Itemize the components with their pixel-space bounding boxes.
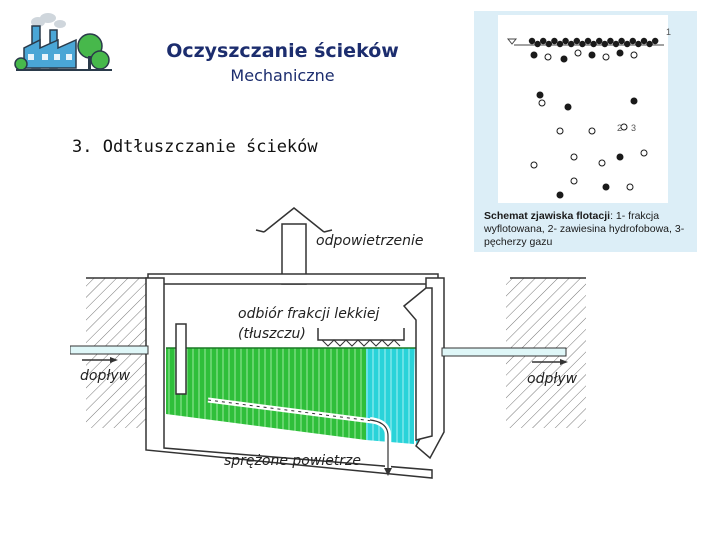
gas-bubble — [626, 183, 634, 191]
gas-bubble — [598, 159, 606, 167]
floated-fraction-particle — [579, 40, 586, 48]
gas-bubble — [530, 161, 538, 169]
floated-fraction-particle — [652, 37, 659, 45]
factory-icon — [14, 13, 112, 71]
floated-fraction-particle — [618, 37, 625, 45]
hydrophobic-particle — [530, 51, 538, 59]
floated-fraction-particle — [540, 37, 547, 45]
compressed-air-label: sprężone powietrze — [224, 453, 362, 469]
outflow-label: odpływ — [527, 371, 578, 387]
floated-fraction-particle — [528, 37, 536, 45]
light-fraction-label: odbiór frakcji lekkiej — [238, 306, 380, 322]
floated-fraction-particle — [646, 40, 653, 48]
gas-bubble — [588, 127, 596, 135]
floated-fraction-particle — [590, 40, 597, 48]
hydrophobic-particle — [602, 183, 610, 191]
grease-label: (tłuszczu) — [238, 326, 306, 342]
page-title: Oczyszczanie ścieków — [166, 40, 399, 62]
gas-bubble — [630, 51, 638, 59]
floated-fraction-particle — [640, 37, 648, 45]
floated-fraction-particle — [635, 40, 642, 48]
floated-fraction-particle — [534, 40, 541, 48]
floated-fraction-particle — [573, 37, 580, 45]
marker-2: 2 — [617, 123, 622, 133]
hydrophobic-particle — [556, 191, 564, 199]
floated-fraction-particle — [612, 40, 620, 48]
gas-bubble — [620, 123, 628, 131]
floated-fraction-particle — [607, 37, 614, 45]
gas-bubble — [544, 53, 552, 61]
caption-text: : 1- frakcja wyflotowana, 2- zawiesina h… — [484, 210, 685, 248]
gas-bubble — [570, 153, 578, 161]
page-subtitle: Mechaniczne — [230, 66, 335, 85]
section-heading: 3. Odtłuszczanie ścieków — [72, 137, 318, 157]
hydrophobic-particle — [616, 153, 624, 161]
floated-fraction-particle — [584, 37, 592, 45]
flotation-schematic: 1 2 3 — [474, 11, 697, 252]
gas-bubble — [574, 49, 582, 57]
gas-bubble — [556, 127, 564, 135]
gas-bubble — [640, 149, 648, 157]
floated-fraction-particle — [545, 40, 552, 48]
floated-fraction-particle — [556, 40, 564, 48]
marker-3: 3 — [631, 123, 636, 133]
hydrophobic-particle — [560, 55, 568, 63]
grease-separator-diagram — [70, 207, 586, 479]
hydrophobic-particle — [588, 51, 596, 59]
caption-bold: Schemat zjawiska flotacji — [484, 210, 611, 222]
floated-fraction-particle — [551, 37, 558, 45]
floated-fraction-particle — [601, 40, 608, 48]
hydrophobic-particle — [616, 49, 624, 57]
floated-fraction-particle — [568, 40, 575, 48]
floated-fraction-particle — [624, 40, 631, 48]
hydrophobic-particle — [536, 91, 544, 99]
vent-label: odpowietrzenie — [316, 233, 424, 249]
gas-bubble — [602, 53, 610, 61]
floated-fraction-particle — [562, 37, 569, 45]
inflow-label: dopływ — [80, 368, 131, 384]
hydrophobic-particle — [564, 103, 572, 111]
marker-1: 1 — [666, 27, 671, 37]
floated-fraction-particle — [629, 37, 636, 45]
floated-fraction-particle — [596, 37, 603, 45]
hydrophobic-particle — [630, 97, 638, 105]
flotation-caption: Schemat zjawiska flotacji: 1- frakcja wy… — [484, 210, 694, 249]
gas-bubble — [570, 177, 578, 185]
gas-bubble — [538, 99, 546, 107]
